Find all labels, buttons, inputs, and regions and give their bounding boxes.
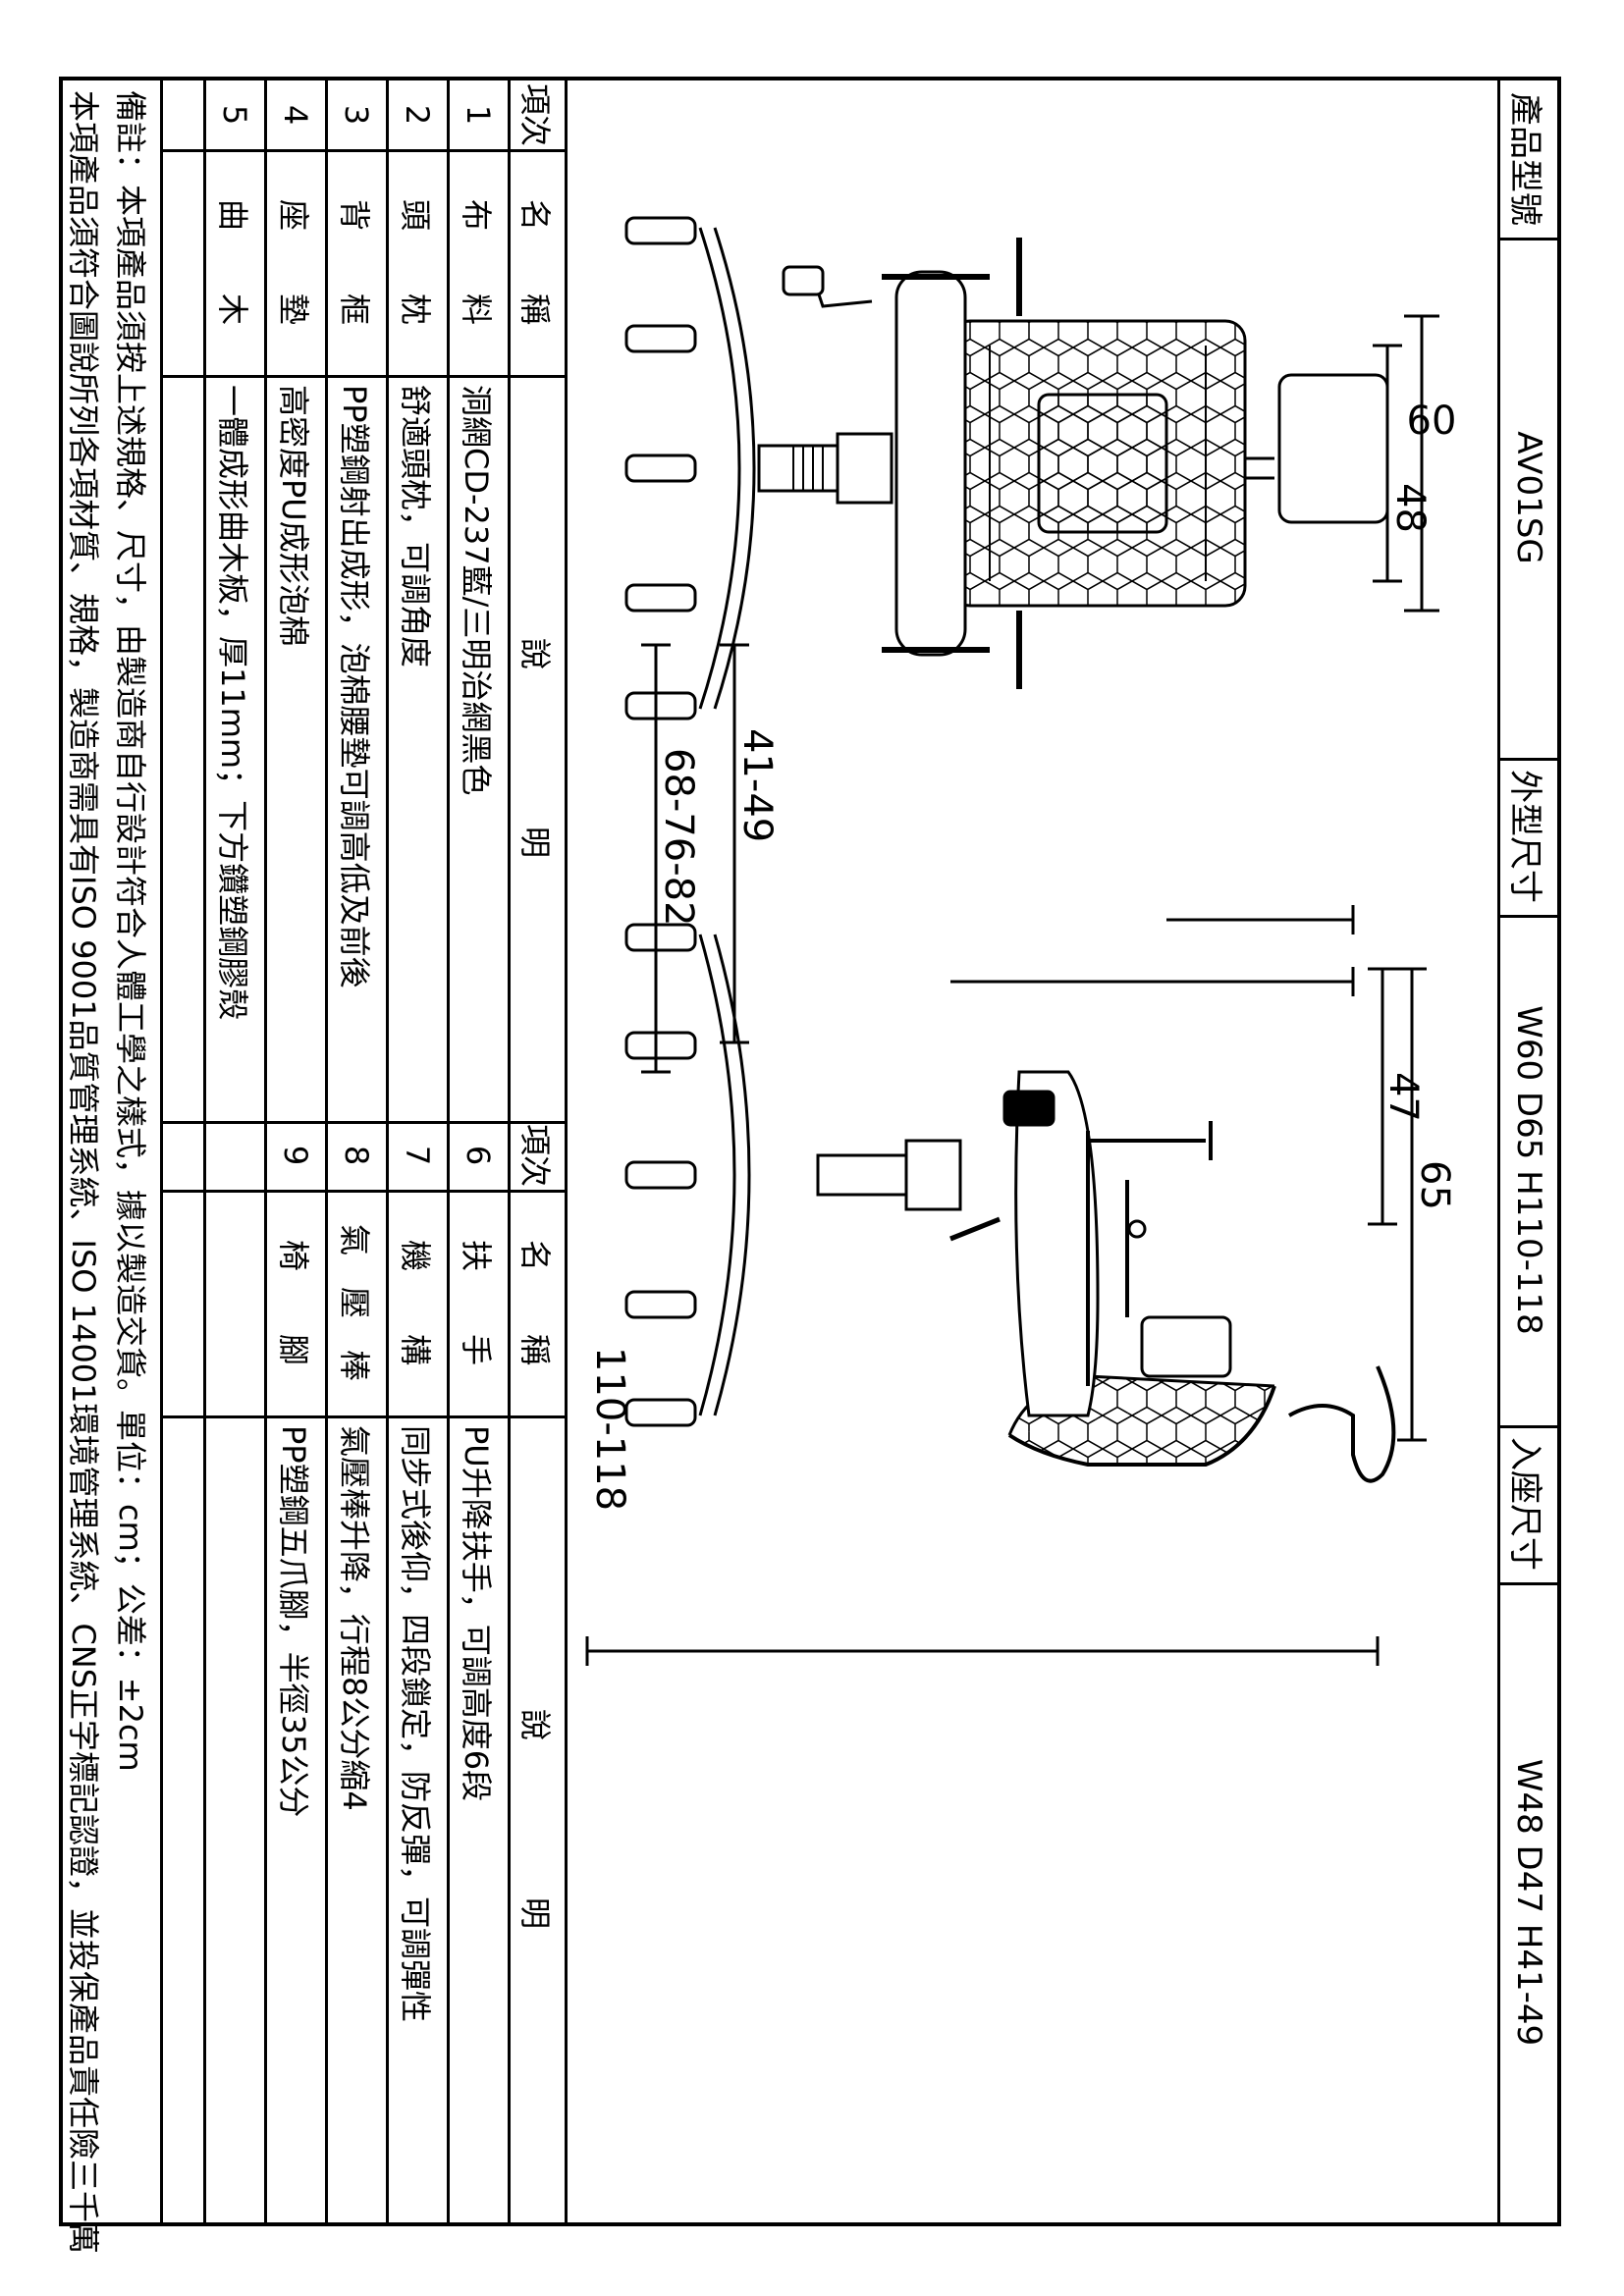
- row-name: 曲 木: [214, 198, 252, 325]
- row-desc: 洞網CD-237藍/三明治網黑色: [458, 385, 496, 796]
- row-desc: PP塑鋼射出成形，泡棉腰墊可調高低及前後: [336, 385, 374, 988]
- table-row: 1 布 料 洞網CD-237藍/三明治網黑色 6 扶 手 PU升降扶手，可調高度…: [447, 80, 508, 2222]
- dim-seat-height: 41-49: [734, 728, 780, 842]
- table-row: 2 頭 枕 舒適頭枕，可調角度 7 機 構 同步式後仰，四段鎖定，防反彈，可調彈…: [386, 80, 447, 2222]
- divider: [160, 149, 565, 152]
- row-no: 5: [216, 104, 254, 126]
- row-desc: PP塑鋼五爪腳，半徑35公分: [275, 1425, 313, 1818]
- front-view: [624, 216, 1439, 996]
- col-name-left: 名 稱: [516, 198, 555, 325]
- divider: [160, 1121, 565, 1124]
- row-desc: PU升降扶手，可調高度6段: [458, 1425, 496, 1802]
- dim-side-inner: 47: [1380, 1072, 1426, 1122]
- dim-total-height: 110-118: [587, 1347, 632, 1511]
- divider: [160, 375, 565, 378]
- chair-drawings: 60 48 41-49 68-76-82 65 47 110-118: [568, 80, 1500, 2222]
- table-row: 4 座 墊 高密度PU成形泡棉 9 椅 腳 PP塑鋼五爪腳，半徑35公分: [264, 80, 325, 2222]
- row-name: 椅 腳: [275, 1239, 313, 1365]
- row-desc: 高密度PU成形泡棉: [275, 385, 313, 647]
- row-no: 4: [277, 104, 315, 126]
- front-casters: [624, 216, 697, 721]
- col-desc-left: 說 明: [516, 637, 555, 858]
- col-name-right: 名 稱: [516, 1239, 555, 1365]
- row-no: 9: [277, 1145, 315, 1166]
- row-desc: 舒適頭枕，可調角度: [397, 385, 435, 668]
- dim-front-outer: 60: [1407, 399, 1457, 444]
- header-strip: 產品型號 AV01SG 外型尺寸 W60 D65 H110-118 入座尺寸 W…: [1497, 80, 1557, 2222]
- model-label: 產品型號: [1500, 80, 1557, 240]
- row-no: 6: [460, 1145, 498, 1166]
- row-name: 布 料: [458, 198, 496, 325]
- dimension-labels: 60 48 41-49 68-76-82 65 47 110-118: [587, 399, 1457, 1511]
- row-no: 2: [399, 104, 437, 126]
- note-line-2: 本項產品須符合圖說所列各項材質、規格，製造商需具有ISO 9001品質管理系統、…: [65, 90, 102, 2255]
- row-name: 背 框: [336, 198, 374, 325]
- side-view: [585, 923, 1427, 1666]
- divider: [160, 1415, 565, 1418]
- note-line-1: 備註：本項產品須按上述規格、尺寸，由製造商自行設計符合人體工學之樣式，據以製造交…: [112, 90, 149, 1772]
- model-value: AV01SG: [1500, 238, 1557, 761]
- outer-size-label: 外型尺寸: [1500, 758, 1557, 918]
- chair-drawing-svg: 60 48 41-49 68-76-82 65 47 110-118: [585, 216, 1457, 1666]
- row-no: 7: [399, 1145, 437, 1166]
- side-casters: [624, 923, 697, 1427]
- col-no-left: 項次: [516, 82, 555, 146]
- divider: [160, 1190, 565, 1193]
- row-no: 3: [338, 104, 376, 126]
- row-name: 座 墊: [275, 198, 313, 325]
- dim-front-inner: 48: [1387, 483, 1433, 533]
- row-name: 扶 手: [458, 1239, 496, 1365]
- outer-size-value: W60 D65 H110-118: [1500, 915, 1557, 1428]
- seat-size-value: W48 D47 H41-49: [1509, 1758, 1548, 2047]
- row-no: 1: [460, 104, 498, 126]
- table-row: 3 背 框 PP塑鋼射出成形，泡棉腰墊可調高低及前後 8 氣 壓 棒 氣壓棒升降…: [325, 80, 386, 2222]
- col-no-right: 項次: [516, 1123, 555, 1187]
- col-desc-right: 說 明: [516, 1708, 555, 1929]
- dim-back-height: 68-76-82: [656, 748, 701, 927]
- row-desc: 氣壓棒升降，行程8公分縮4: [336, 1425, 374, 1811]
- spec-sheet: 產品型號 AV01SG 外型尺寸 W60 D65 H110-118 入座尺寸 W…: [59, 77, 1561, 2254]
- seat-size-label: 入座尺寸: [1500, 1425, 1557, 1585]
- row-name: 氣 壓 棒: [336, 1223, 374, 1381]
- table-row: 5 曲 木 一體成形曲木板，厚11mm；下方鑽塑鋼膠殼: [203, 80, 264, 2222]
- row-name: 機 構: [397, 1239, 435, 1365]
- dim-side-outer: 65: [1412, 1160, 1457, 1210]
- table-header-row: 項次 名 稱 說 明 項次 名 稱 說 明: [508, 80, 565, 2222]
- table-row-blank: [160, 80, 203, 2222]
- row-name: 頭 枕: [397, 198, 435, 325]
- notes: 備註：本項產品須按上述規格、尺寸，由製造商自行設計符合人體工學之樣式，據以製造交…: [63, 80, 163, 2254]
- row-desc: 同步式後仰，四段鎖定，防反彈，可調彈性: [397, 1425, 435, 2023]
- row-desc: 一體成形曲木板，厚11mm；下方鑽塑鋼膠殼: [214, 385, 252, 1021]
- row-no: 8: [338, 1145, 376, 1166]
